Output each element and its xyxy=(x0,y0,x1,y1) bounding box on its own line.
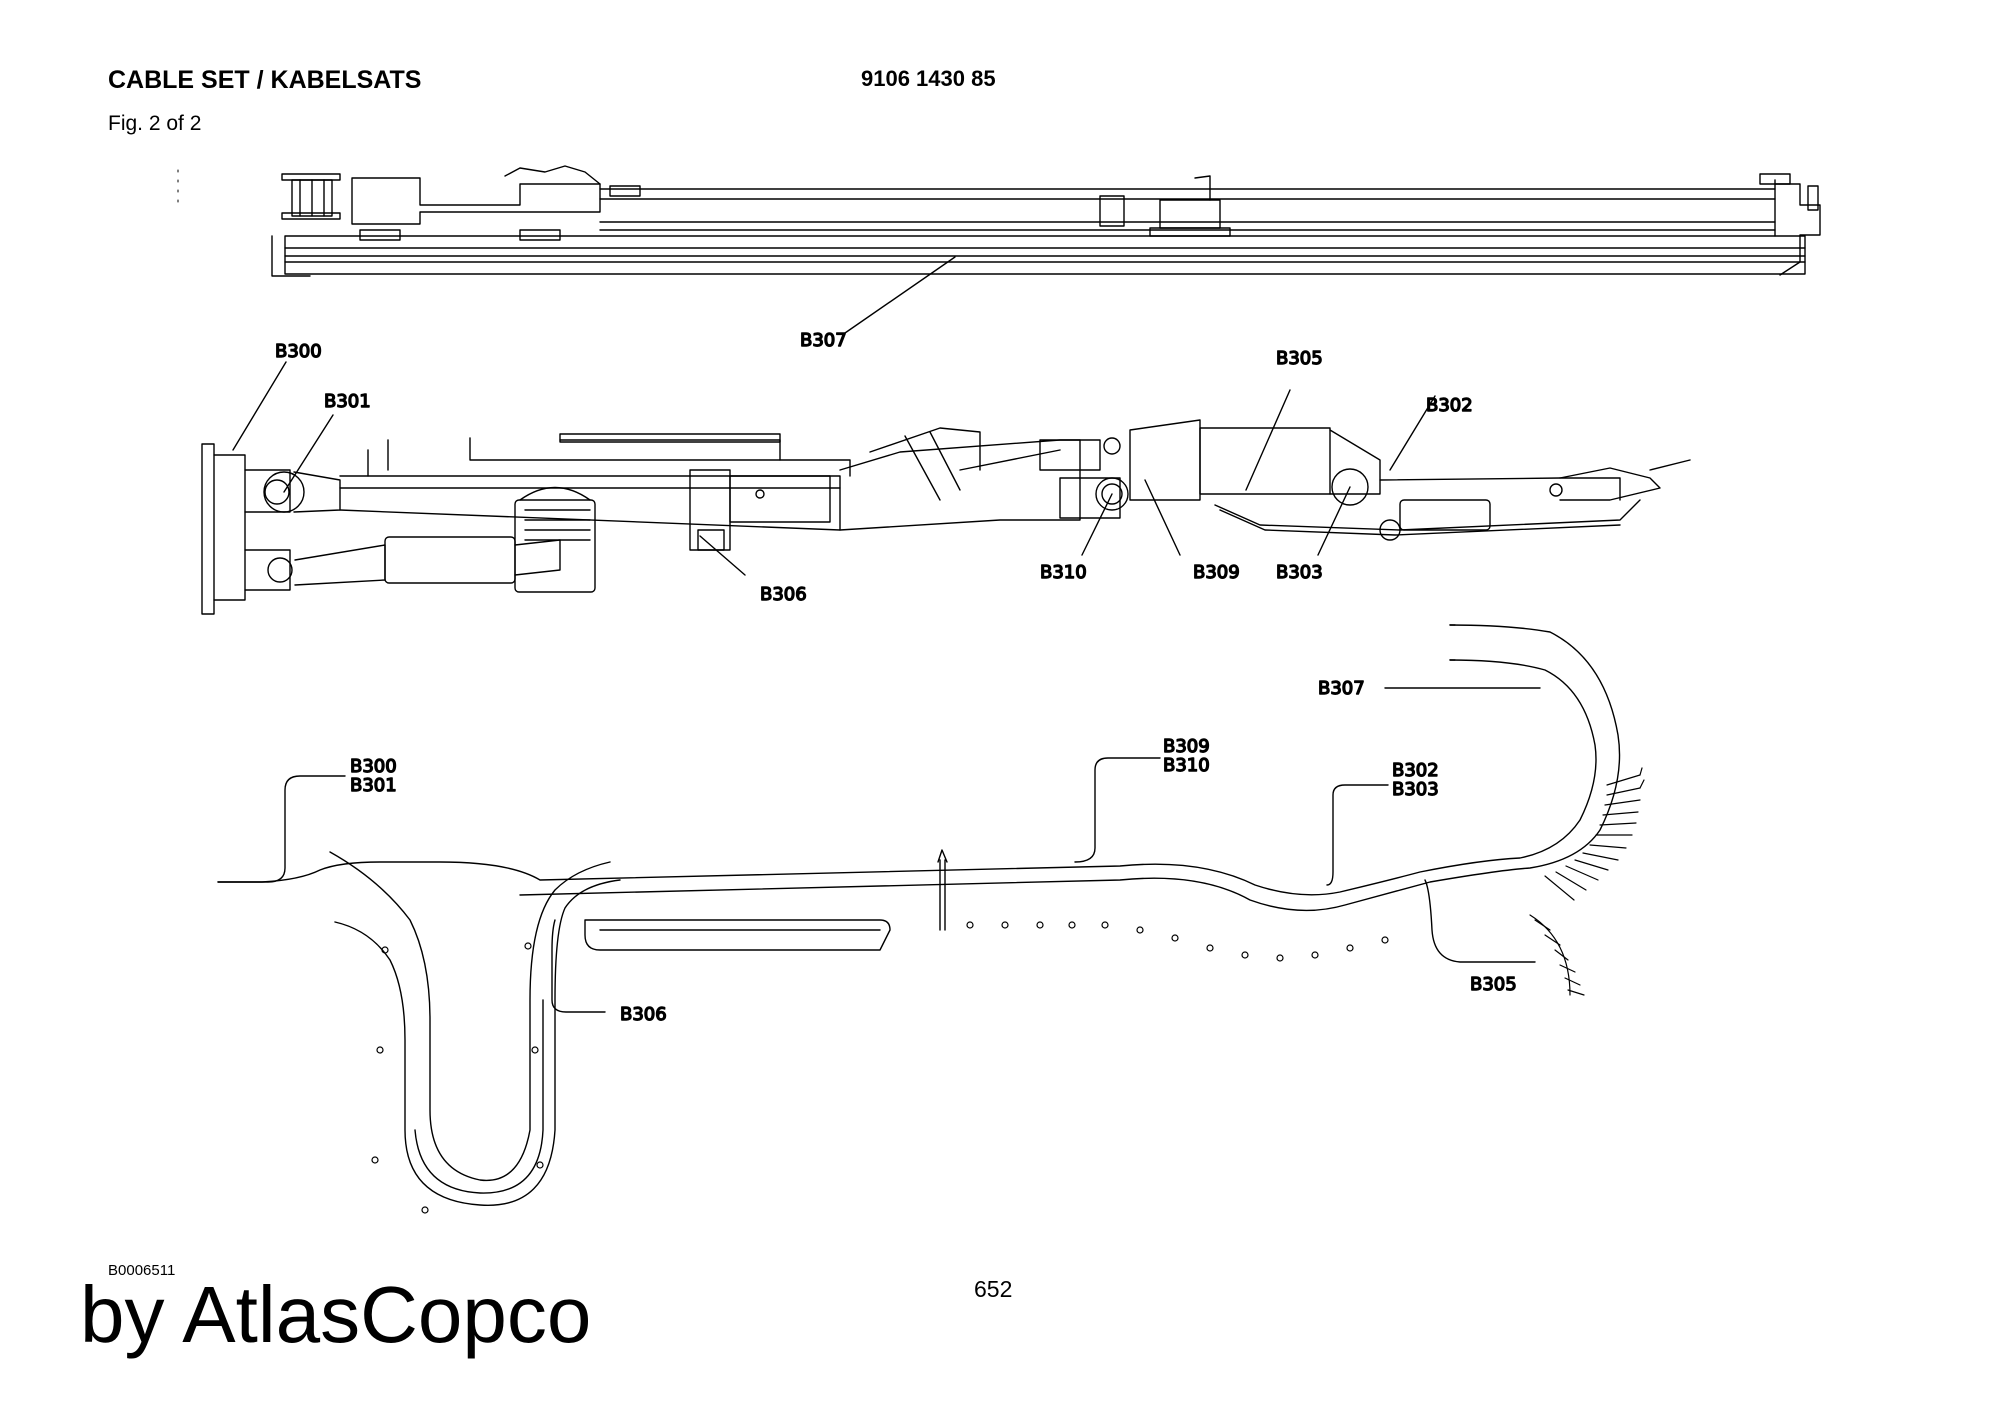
callout-top-b307: B307 xyxy=(799,256,956,352)
middle-callouts: B300 B301 B306 B310 B309 B305 B302 B303 xyxy=(232,340,1473,606)
label-boom-b303: B303 xyxy=(1276,562,1323,583)
figure-caption: Fig. 2 of 2 xyxy=(108,112,202,135)
label-top-b307: B307 xyxy=(800,330,847,351)
document-id: B0006511 xyxy=(108,1262,176,1279)
label-boom-b300: B300 xyxy=(275,341,322,362)
label-boom-b301: B301 xyxy=(324,391,371,412)
label-cable-b310: B310 xyxy=(1163,755,1210,776)
middle-boom-view xyxy=(201,419,1691,615)
page-number: 652 xyxy=(974,1276,1013,1302)
cable-callouts: B300 B301 B309 B310 B302 B303 B307 B306 … xyxy=(217,677,1541,1026)
label-boom-b309: B309 xyxy=(1193,562,1240,583)
label-cable-b306: B306 xyxy=(620,1004,667,1025)
label-boom-b310: B310 xyxy=(1040,562,1087,583)
cable-routing-view xyxy=(217,624,1645,1214)
label-boom-b306: B306 xyxy=(760,584,807,605)
brand-watermark: by AtlasCopco xyxy=(80,1270,592,1359)
part-number: 9106 1430 85 xyxy=(861,66,996,91)
label-cable-b300: B300 xyxy=(350,756,397,777)
label-cable-b301: B301 xyxy=(350,775,397,796)
label-cable-b303: B303 xyxy=(1392,779,1439,800)
top-boom-view xyxy=(177,165,1821,277)
label-cable-b305: B305 xyxy=(1470,974,1517,995)
page-title: CABLE SET / KABELSATS xyxy=(108,66,422,94)
label-cable-b307: B307 xyxy=(1318,678,1365,699)
label-cable-b302: B302 xyxy=(1392,760,1439,781)
label-cable-b309: B309 xyxy=(1163,736,1210,757)
label-boom-b305: B305 xyxy=(1276,348,1323,369)
label-boom-b302: B302 xyxy=(1426,395,1473,416)
